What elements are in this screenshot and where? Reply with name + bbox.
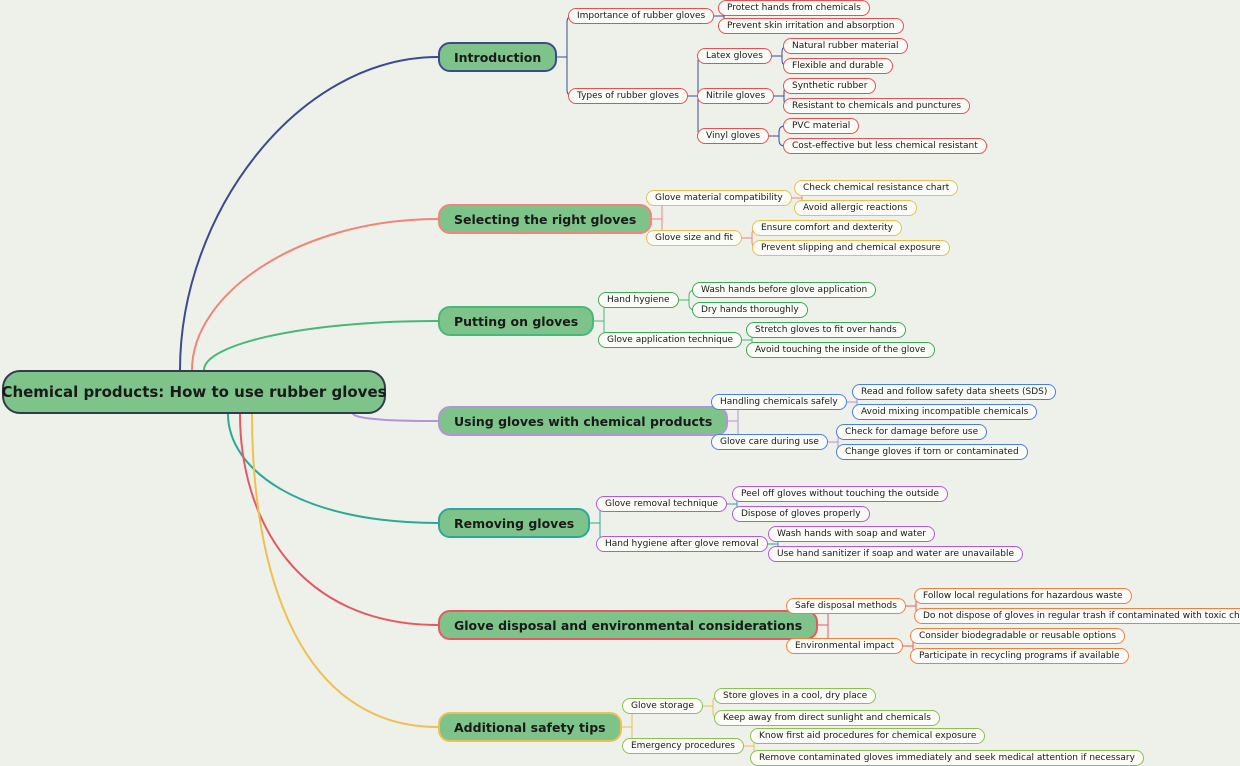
leaf-synthetic-rubber[interactable]: Synthetic rubber [783, 78, 877, 94]
leaf-do-not-dispose-of-gloves-in-regular-trash-if-con[interactable]: Do not dispose of gloves in regular tras… [914, 608, 1240, 624]
connector-root-selecting-the-right-gloves [191, 218, 439, 371]
subtopic-glove-care-during-use[interactable]: Glove care during use [711, 434, 828, 450]
leaf-stretch-gloves-to-fit-over-hands[interactable]: Stretch gloves to fit over hands [746, 322, 906, 338]
connector-root-glove-disposal-and-environmental-considerations [239, 413, 439, 626]
leaf-consider-biodegradable-or-reusable-options[interactable]: Consider biodegradable or reusable optio… [910, 628, 1126, 644]
leaf-check-for-damage-before-use[interactable]: Check for damage before use [836, 424, 988, 440]
subtopic-types-of-rubber-gloves[interactable]: Types of rubber gloves [568, 88, 688, 104]
connector-root-removing-gloves [227, 413, 439, 524]
branch-additional-safety-tips[interactable]: Additional safety tips [438, 712, 622, 742]
branch-putting-on-gloves[interactable]: Putting on gloves [438, 306, 595, 336]
leaf-avoid-touching-the-inside-of-the-glove[interactable]: Avoid touching the inside of the glove [746, 342, 935, 358]
leaf-avoid-mixing-incompatible-chemicals[interactable]: Avoid mixing incompatible chemicals [852, 404, 1038, 420]
branch-glove-disposal-and-environmental-considerations[interactable]: Glove disposal and environmental conside… [438, 610, 819, 640]
subtopic-glove-removal-technique[interactable]: Glove removal technique [596, 496, 728, 512]
leaf-wash-hands-before-glove-application[interactable]: Wash hands before glove application [692, 282, 877, 298]
subtopic-handling-chemicals-safely[interactable]: Handling chemicals safely [711, 394, 847, 410]
leaf-keep-away-from-direct-sunlight-and-chemicals[interactable]: Keep away from direct sunlight and chemi… [714, 710, 940, 726]
subtopic-environmental-impact[interactable]: Environmental impact [786, 638, 904, 654]
leaf-prevent-slipping-and-chemical-exposure[interactable]: Prevent slipping and chemical exposure [752, 240, 950, 256]
leaf-pvc-material[interactable]: PVC material [783, 118, 860, 134]
leaf-vinyl-gloves[interactable]: Vinyl gloves [697, 128, 770, 144]
subtopic-hand-hygiene-after-glove-removal[interactable]: Hand hygiene after glove removal [596, 536, 768, 552]
leaf-change-gloves-if-torn-or-contaminated[interactable]: Change gloves if torn or contaminated [836, 444, 1028, 460]
subtopic-glove-storage[interactable]: Glove storage [622, 698, 703, 714]
branch-selecting-the-right-gloves[interactable]: Selecting the right gloves [438, 204, 653, 234]
leaf-prevent-skin-irritation-and-absorption[interactable]: Prevent skin irritation and absorption [718, 18, 904, 34]
connector-root-introduction [179, 56, 439, 371]
leaf-dispose-of-gloves-properly[interactable]: Dispose of gloves properly [732, 506, 870, 522]
subtopic-glove-size-and-fit[interactable]: Glove size and fit [646, 230, 743, 246]
connector-root-additional-safety-tips [251, 413, 439, 728]
leaf-peel-off-gloves-without-touching-the-outside[interactable]: Peel off gloves without touching the out… [732, 486, 948, 502]
branch-using-gloves-with-chemical-products[interactable]: Using gloves with chemical products [438, 406, 729, 436]
leaf-use-hand-sanitizer-if-soap-and-water-are-unavail[interactable]: Use hand sanitizer if soap and water are… [768, 546, 1023, 562]
leaf-natural-rubber-material[interactable]: Natural rubber material [783, 38, 908, 54]
leaf-store-gloves-in-a-cool-dry-place[interactable]: Store gloves in a cool, dry place [714, 688, 877, 704]
leaf-participate-in-recycling-programs-if-available[interactable]: Participate in recycling programs if ava… [910, 648, 1129, 664]
leaf-cost-effective-but-less-chemical-resistant[interactable]: Cost-effective but less chemical resista… [783, 138, 987, 154]
subtopic-emergency-procedures[interactable]: Emergency procedures [622, 738, 744, 754]
leaf-ensure-comfort-and-dexterity[interactable]: Ensure comfort and dexterity [752, 220, 903, 236]
leaf-dry-hands-thoroughly[interactable]: Dry hands thoroughly [692, 302, 808, 318]
leaf-resistant-to-chemicals-and-punctures[interactable]: Resistant to chemicals and punctures [783, 98, 971, 114]
leaf-follow-local-regulations-for-hazardous-waste[interactable]: Follow local regulations for hazardous w… [914, 588, 1132, 604]
leaf-protect-hands-from-chemicals[interactable]: Protect hands from chemicals [718, 0, 870, 16]
branch-introduction[interactable]: Introduction [438, 42, 558, 72]
leaf-flexible-and-durable[interactable]: Flexible and durable [783, 58, 893, 74]
connector-root-putting-on-gloves [203, 320, 439, 371]
root-topic[interactable]: Chemical products: How to use rubber glo… [1, 370, 387, 414]
leaf-read-and-follow-safety-data-sheets-sds[interactable]: Read and follow safety data sheets (SDS) [852, 384, 1057, 400]
subtopic-hand-hygiene[interactable]: Hand hygiene [598, 292, 679, 308]
leaf-wash-hands-with-soap-and-water[interactable]: Wash hands with soap and water [768, 526, 935, 542]
leaf-check-chemical-resistance-chart[interactable]: Check chemical resistance chart [794, 180, 959, 196]
branch-removing-gloves[interactable]: Removing gloves [438, 508, 591, 538]
leaf-latex-gloves[interactable]: Latex gloves [697, 48, 772, 64]
leaf-avoid-allergic-reactions[interactable]: Avoid allergic reactions [794, 200, 917, 216]
subtopic-glove-material-compatibility[interactable]: Glove material compatibility [646, 190, 792, 206]
subtopic-safe-disposal-methods[interactable]: Safe disposal methods [786, 598, 906, 614]
leaf-know-first-aid-procedures-for-chemical-exposure[interactable]: Know first aid procedures for chemical e… [750, 728, 986, 744]
subtopic-glove-application-technique[interactable]: Glove application technique [598, 332, 743, 348]
leaf-nitrile-gloves[interactable]: Nitrile gloves [697, 88, 775, 104]
subtopic-importance-of-rubber-gloves[interactable]: Importance of rubber gloves [568, 8, 715, 24]
